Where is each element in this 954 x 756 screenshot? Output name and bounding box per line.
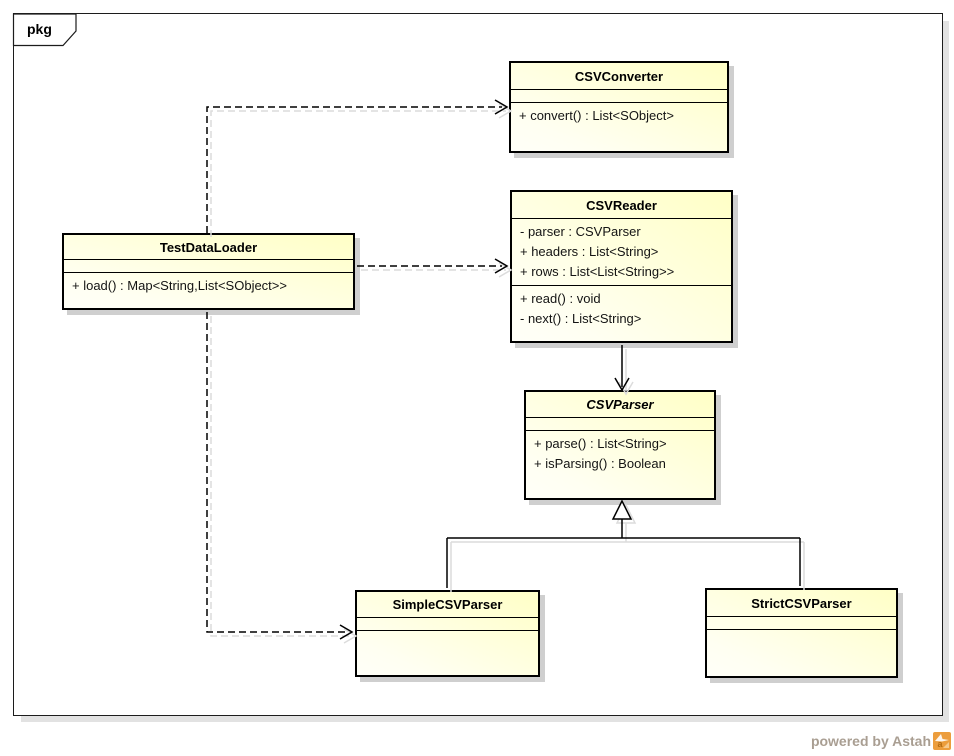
class-box-csvreader: CSVReader - parser : CSVParser + headers… [510, 190, 733, 343]
class-box-simplecsvparser: SimpleCSVParser [355, 590, 540, 677]
attributes-compartment [707, 617, 896, 630]
class-box-strictcsvparser: StrictCSVParser [705, 588, 898, 678]
attribute-row: + rows : List<List<String>> [520, 264, 675, 279]
attributes-compartment [357, 618, 538, 631]
operation-row: + parse() : List<String> [534, 436, 667, 451]
operation-row: + read() : void [520, 291, 601, 306]
watermark-text: powered by Astah [810, 733, 931, 749]
edge-shadows [210, 103, 805, 644]
attribute-row: - parser : CSVParser [520, 224, 641, 239]
open-arrowhead-icon [494, 258, 509, 274]
astah-logo-icon: a [933, 732, 951, 750]
operations-compartment: + parse() : List<String> + isParsing() :… [526, 431, 714, 498]
class-name: StrictCSVParser [707, 590, 896, 617]
dependency-testdataloader-to-csvconverter [206, 99, 509, 233]
class-box-testdataloader: TestDataLoader + load() : Map<String,Lis… [62, 233, 355, 310]
operations-compartment: + convert() : List<SObject> [511, 103, 727, 151]
open-arrowhead-icon [339, 624, 354, 640]
class-name: CSVReader [512, 192, 731, 219]
operations-compartment: + read() : void - next() : List<String> [512, 286, 731, 341]
operations-compartment: + load() : Map<String,List<SObject>> [64, 273, 353, 308]
class-name: CSVParser [526, 392, 714, 418]
attributes-compartment [511, 90, 727, 103]
class-name: CSVConverter [511, 63, 727, 90]
hollow-triangle-icon [611, 499, 633, 520]
dependency-testdataloader-to-simplecsvparser [206, 312, 354, 640]
operation-row: + load() : Map<String,List<SObject>> [72, 278, 287, 293]
class-box-csvconverter: CSVConverter + convert() : List<SObject> [509, 61, 729, 153]
package-frame [13, 13, 943, 716]
class-box-csvparser: CSVParser + parse() : List<String> + isP… [524, 390, 716, 500]
attributes-compartment [64, 260, 353, 273]
frame-tab-label: pkg [27, 21, 52, 37]
attributes-compartment: - parser : CSVParser + headers : List<St… [512, 219, 731, 286]
frame-tab-shape [12, 13, 77, 47]
open-arrowhead-icon [614, 377, 630, 392]
attribute-row: + headers : List<String> [520, 244, 659, 259]
class-name: TestDataLoader [64, 235, 353, 260]
association-csvreader-to-csvparser [614, 345, 630, 392]
operation-row: - next() : List<String> [520, 311, 642, 326]
svg-text:a: a [938, 739, 944, 749]
operation-row: + convert() : List<SObject> [519, 108, 674, 123]
operation-row: + isParsing() : Boolean [534, 456, 666, 471]
class-name: SimpleCSVParser [357, 592, 538, 618]
watermark: powered by Astah a [811, 732, 951, 750]
open-arrowhead-icon [494, 99, 509, 115]
attributes-compartment [526, 418, 714, 431]
generalization-parsers-to-csvparser [446, 499, 801, 588]
dependency-testdataloader-to-csvreader [357, 258, 509, 274]
